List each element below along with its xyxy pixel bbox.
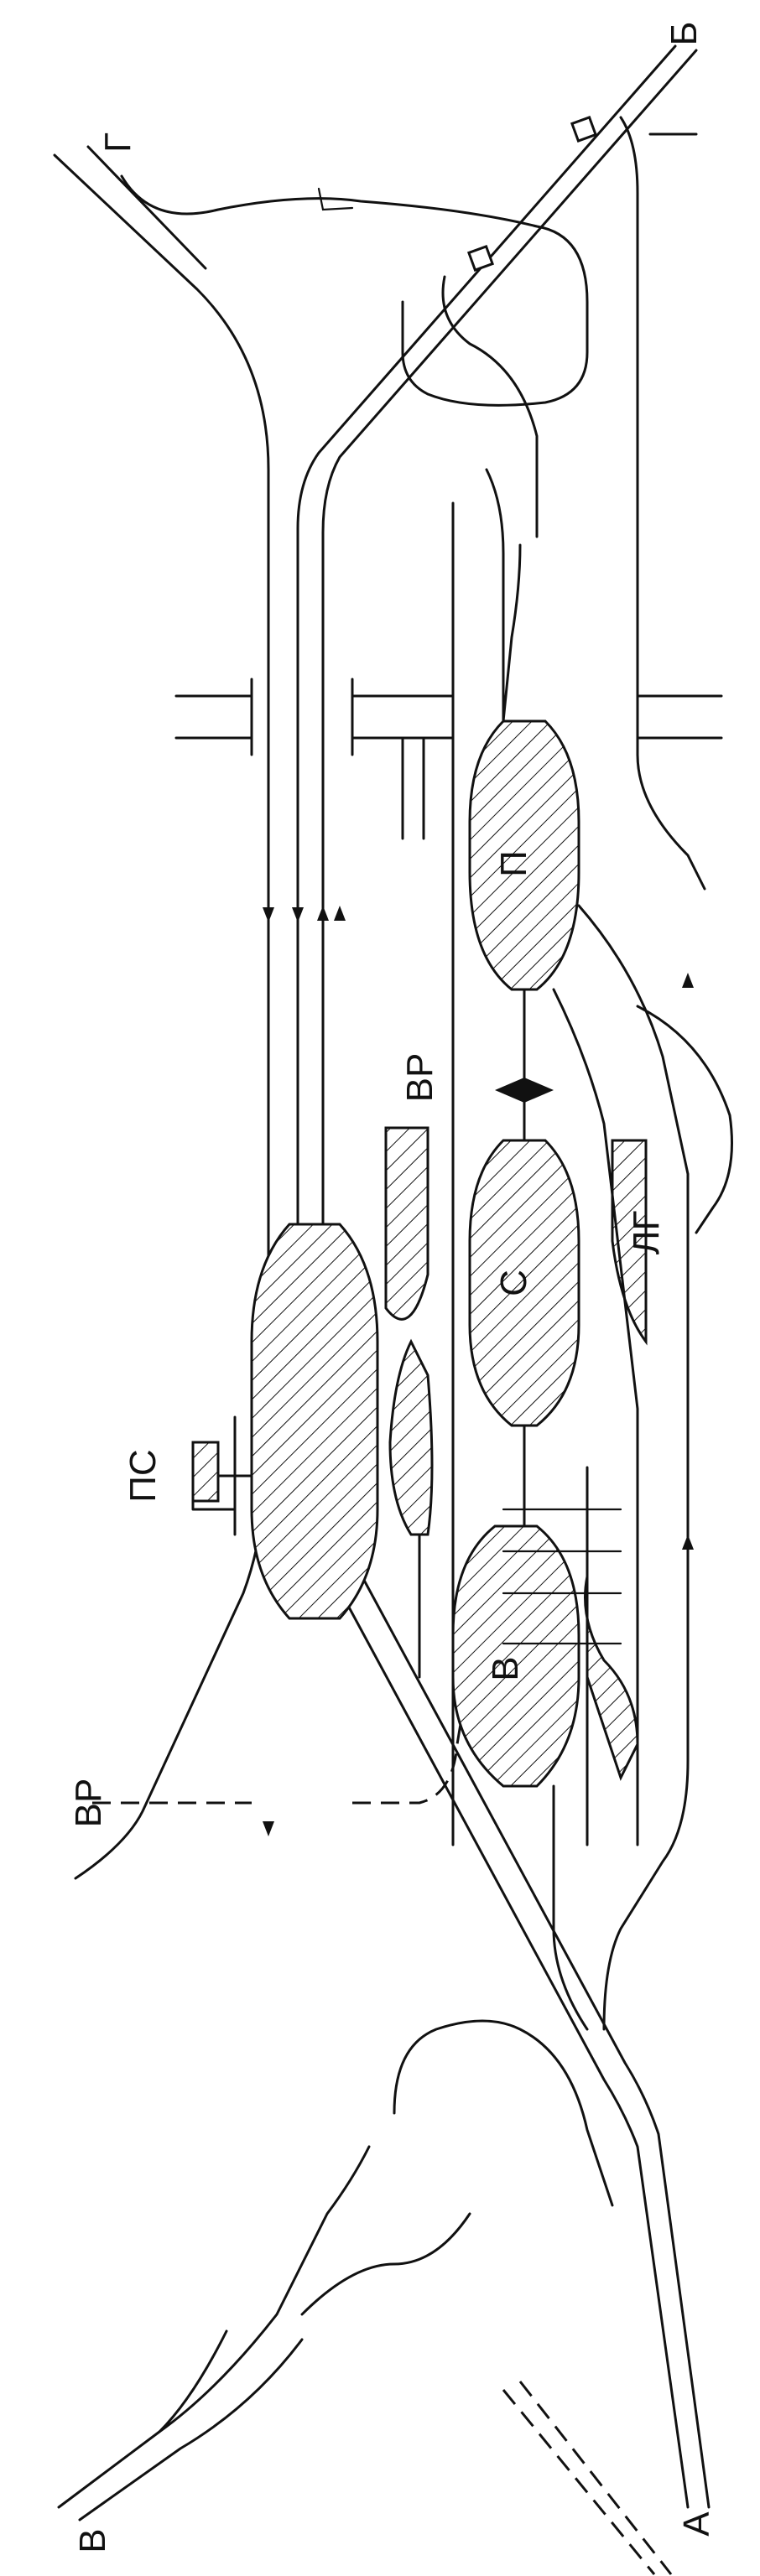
park-s: С <box>468 988 580 1427</box>
end-a-label: А <box>676 2511 717 2537</box>
end-b-label: Б <box>664 22 705 46</box>
overpasses <box>174 678 723 840</box>
signal-box-icon <box>466 244 495 273</box>
dashed-paths <box>92 1718 673 2575</box>
arrow-icon <box>317 906 329 921</box>
main-line-g <box>53 145 270 1880</box>
double-arrow-icon <box>495 1078 554 1103</box>
arrow-icon <box>682 1535 694 1550</box>
park-s-label: С <box>493 1270 534 1296</box>
arrow-icon <box>292 907 304 922</box>
repair-upper-label: ВР <box>399 1053 440 1103</box>
end-labels: Б Г А В ВР <box>68 22 717 2553</box>
station-building-label: ПС <box>122 1449 164 1502</box>
main-line-v <box>57 2145 371 2521</box>
park-p-label: П <box>493 850 534 877</box>
hump-label: ЛГ <box>626 1210 667 1254</box>
station-building-icon <box>191 1441 220 1503</box>
bottom-connections <box>158 2019 614 2433</box>
passenger-park: ПС <box>122 1223 379 1620</box>
signal-box-icon <box>570 115 598 143</box>
signal-boxes <box>317 115 598 273</box>
arrow-icon <box>682 973 694 988</box>
repair-areas: ВР ЛГ <box>384 1053 667 1781</box>
park-v: В <box>451 1424 580 1788</box>
end-g-label: Г <box>97 132 138 153</box>
direction-arrows <box>263 906 694 1836</box>
arrow-icon <box>334 906 346 921</box>
arrow-icon <box>263 907 274 922</box>
arrow-icon <box>263 1821 274 1836</box>
park-v-label: В <box>485 1656 526 1680</box>
park-p: П <box>468 543 580 991</box>
repair-lower-label: ВР <box>68 1779 109 1828</box>
end-v-label: В <box>72 2528 113 2553</box>
top-connections <box>120 116 698 756</box>
